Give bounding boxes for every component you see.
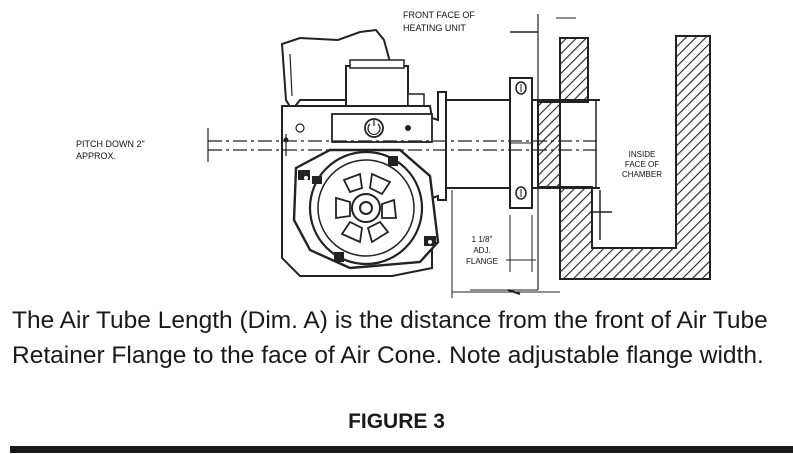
label-inside-face: INSIDE FACE OF CHAMBER — [622, 150, 662, 180]
centerlines — [208, 140, 600, 151]
label-flange-line2: ADJ. — [473, 246, 491, 255]
label-inside-line1: INSIDE — [628, 150, 656, 159]
label-inside-line3: CHAMBER — [622, 170, 663, 179]
figure-caption: The Air Tube Length (Dim. A) is the dist… — [12, 307, 768, 369]
motor-fan-housing — [292, 148, 440, 270]
chamber-wall — [537, 35, 711, 280]
flange-width-dimension — [506, 215, 536, 272]
bottom-divider — [10, 446, 793, 453]
label-flange-line1: 1 1/8" — [471, 235, 493, 244]
mounting-flange — [509, 77, 533, 209]
label-front-face-line2: HEATING UNIT — [403, 23, 466, 33]
label-pitch-line1: PITCH DOWN 2" — [76, 139, 145, 149]
dimension-a — [451, 190, 560, 298]
label-pitch-line2: APPROX. — [76, 151, 117, 161]
label-adj-flange: 1 1/8" ADJ. FLANGE — [462, 234, 502, 267]
burner-installation-diagram — [207, 14, 711, 298]
label-front-face-line1: FRONT FACE OF — [403, 10, 475, 20]
front-face-reference — [470, 14, 612, 291]
figure-title: FIGURE 3 — [348, 410, 445, 433]
pitch-marker — [207, 128, 287, 162]
label-flange-line3: FLANGE — [465, 257, 498, 266]
label-inside-line2: FACE OF — [624, 160, 660, 169]
